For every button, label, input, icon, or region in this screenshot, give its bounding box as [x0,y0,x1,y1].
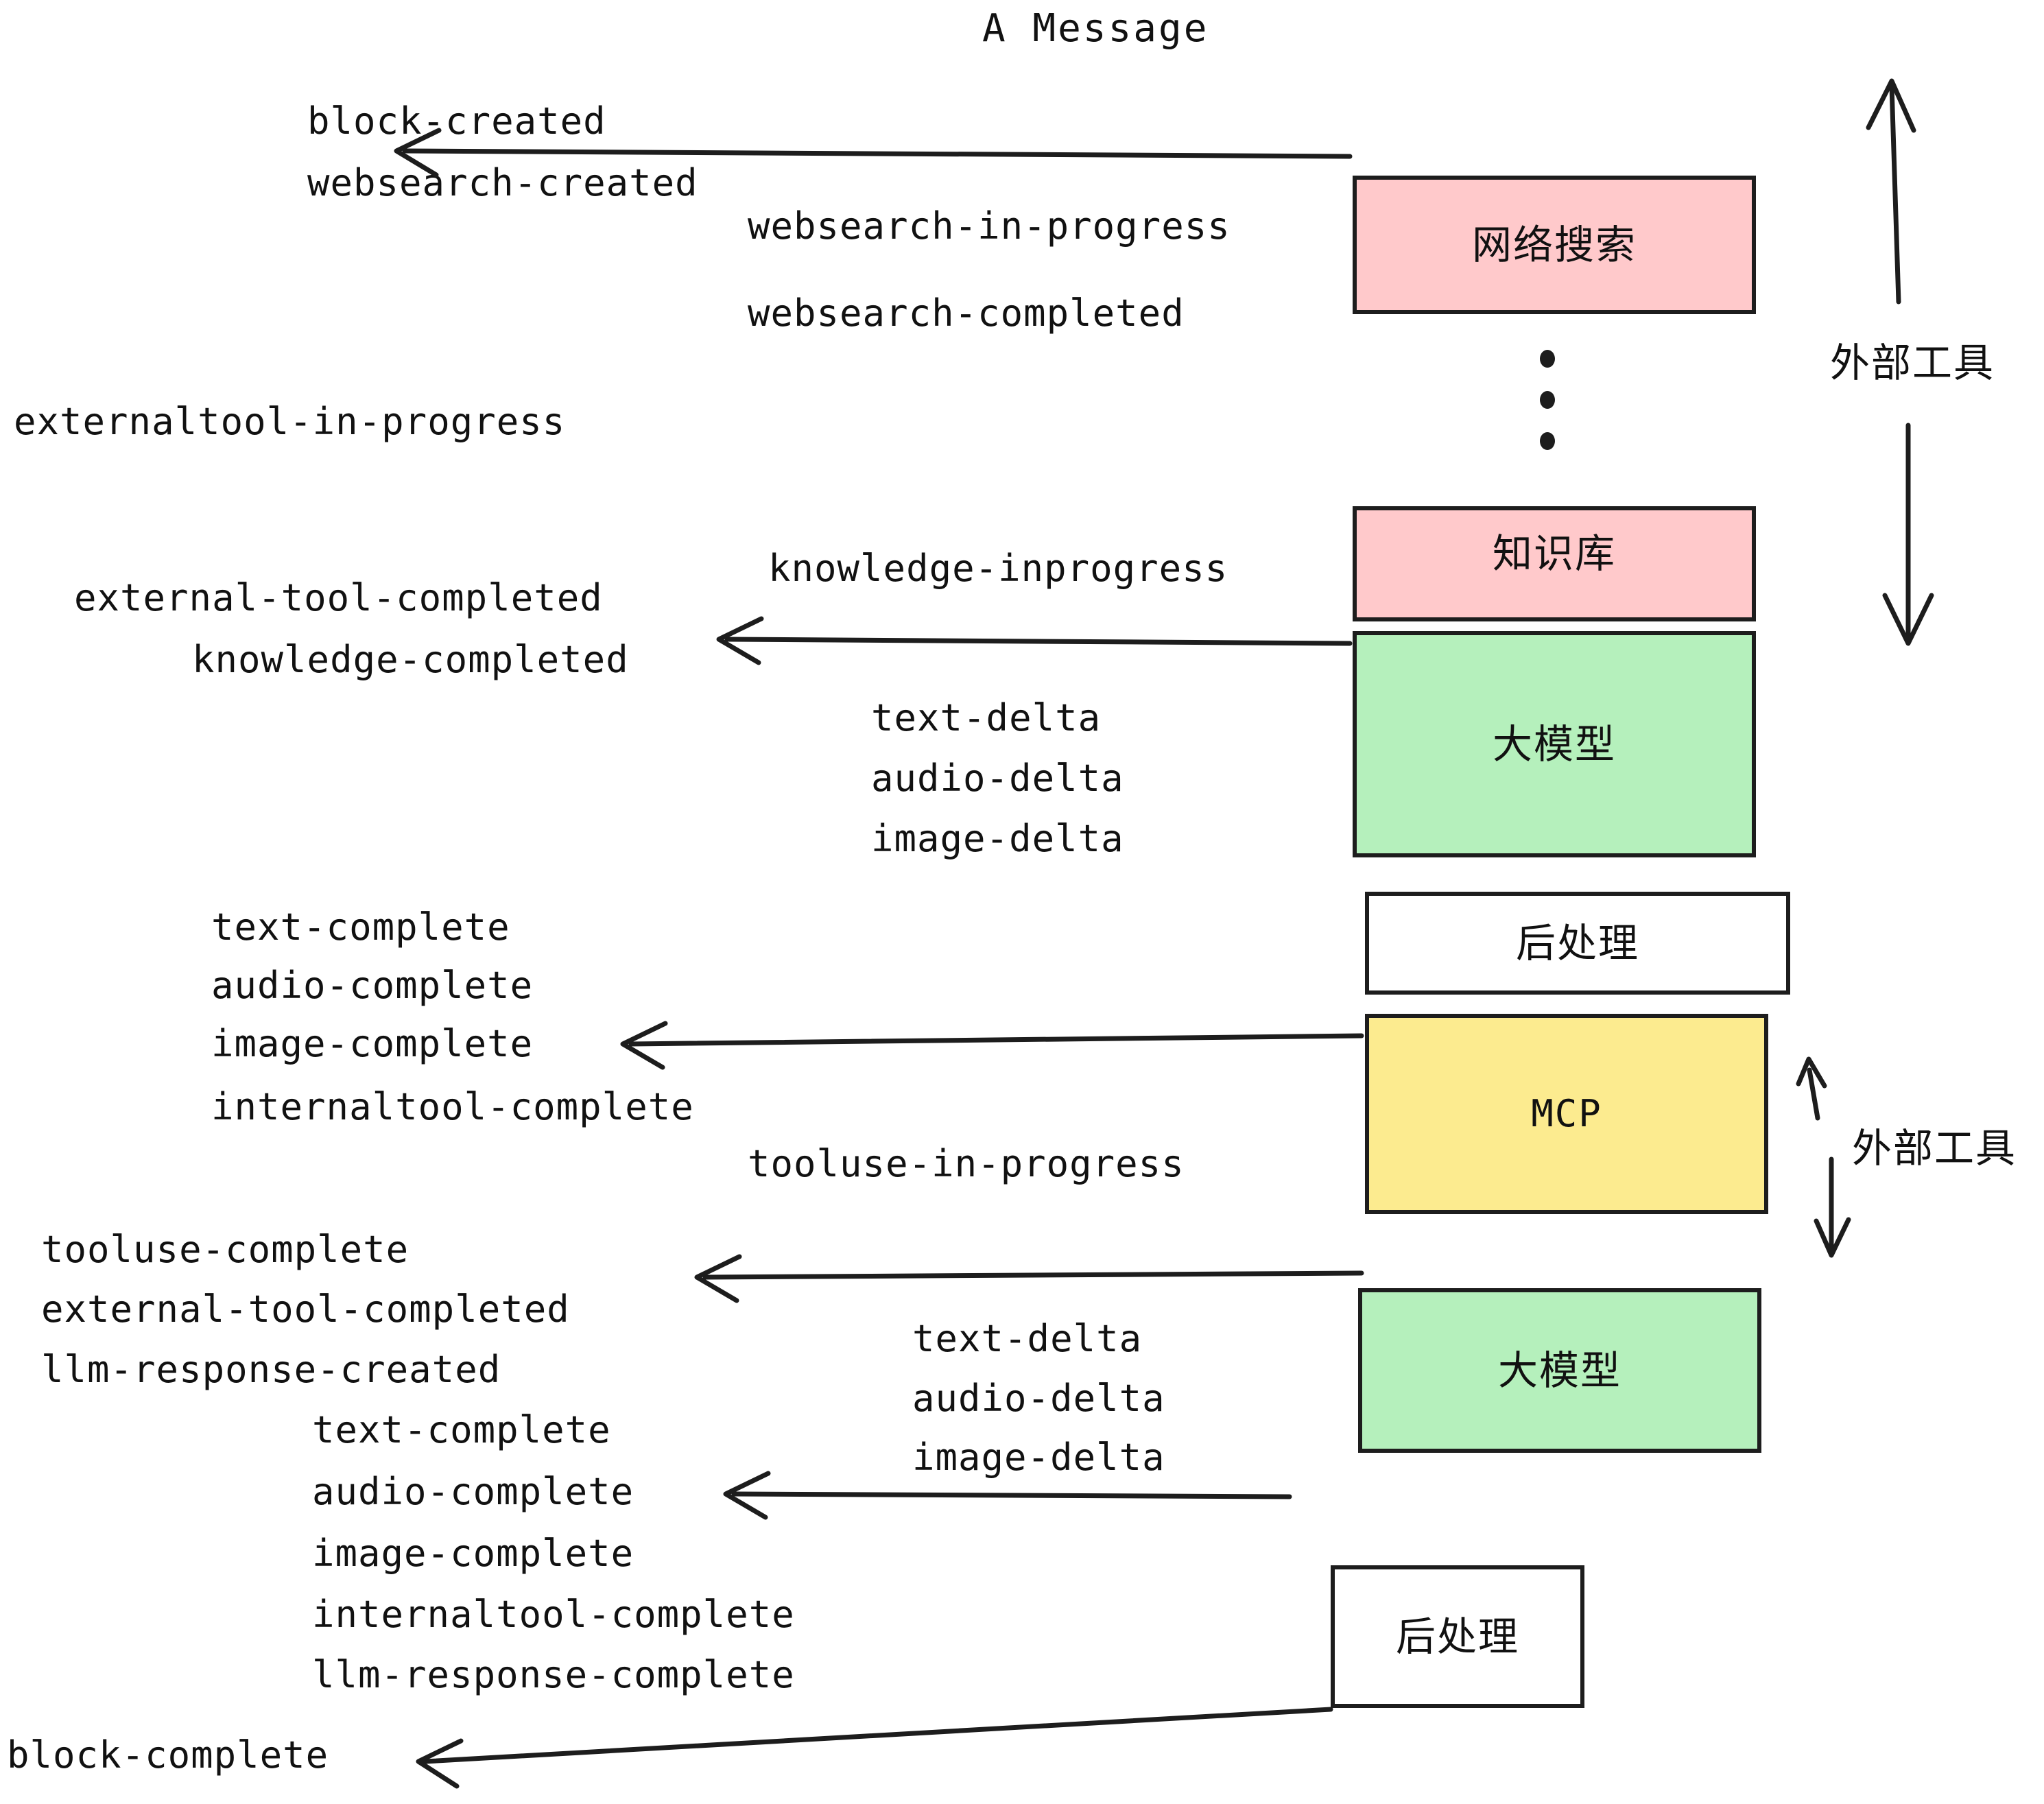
annotation-external-tool-top: 外部工具 [1830,340,1995,386]
event-audio-complete-1: audio-complete [211,964,534,1007]
event-external-tool-completed-2: external-tool-completed [41,1287,570,1331]
node-mcp[interactable]: MCP [1365,1014,1768,1214]
event-websearch-completed: websearch-completed [748,292,1185,335]
node-postprocess-1-label: 后处理 [1515,920,1639,966]
ellipsis-dot-2 [1540,391,1555,409]
event-knowledge-completed: knowledge-completed [192,638,629,681]
node-llm-2-label: 大模型 [1497,1347,1621,1394]
event-tooluse-complete: tooluse-complete [41,1228,409,1271]
arrow-knowledge-to-knowledge-completed [716,616,1353,665]
node-knowledge-label: 知识库 [1492,530,1616,577]
event-external-tool-completed-1: external-tool-completed [74,576,603,619]
event-audio-complete-2: audio-complete [312,1470,634,1513]
arrow-mcp-to-tooluse-complete [694,1254,1364,1303]
arrow-postprocess2-to-block-complete [416,1707,1333,1789]
bracket-external-tool-top-up-arrow [1866,78,1916,305]
event-image-complete-1: image-complete [211,1022,534,1065]
event-block-created: block-created [307,99,606,143]
event-knowledge-inprogress: knowledge-inprogress [768,547,1228,590]
event-internaltool-complete-1: internaltool-complete [211,1085,694,1128]
event-tooluse-in-progress: tooluse-in-progress [748,1142,1185,1185]
event-text-complete-1: text-complete [211,905,510,949]
event-text-delta-2: text-delta [912,1317,1143,1360]
bracket-external-tool-bottom-down-arrow [1814,1156,1851,1258]
event-block-complete: block-complete [7,1733,329,1777]
event-llm-response-complete: llm-response-complete [312,1653,795,1696]
event-websearch-in-progress: websearch-in-progress [748,204,1231,248]
event-image-delta-1: image-delta [871,817,1124,860]
event-text-complete-2: text-complete [312,1408,611,1451]
page-title: A Message [982,6,1209,51]
ellipsis-dot-1 [1540,350,1555,368]
node-websearch-label: 网络搜索 [1471,222,1637,268]
node-postprocess-1[interactable]: 后处理 [1365,892,1790,995]
node-websearch[interactable]: 网络搜索 [1353,176,1756,314]
event-llm-response-created: llm-response-created [41,1348,501,1391]
event-audio-delta-1: audio-delta [871,757,1124,800]
event-websearch-created: websearch-created [307,161,698,204]
node-postprocess-2-label: 后处理 [1395,1613,1519,1660]
node-llm-2[interactable]: 大模型 [1358,1288,1761,1453]
node-postprocess-2[interactable]: 后处理 [1331,1565,1584,1708]
bracket-external-tool-top-down-arrow [1882,423,1934,646]
node-llm-1[interactable]: 大模型 [1353,631,1756,857]
event-externaltool-in-progress: externaltool-in-progress [14,400,566,443]
arrow-llm2-to-audio-complete [723,1471,1292,1520]
event-image-complete-2: image-complete [312,1532,634,1575]
node-knowledge[interactable]: 知识库 [1353,506,1756,621]
node-mcp-label: MCP [1531,1092,1602,1135]
annotation-external-tool-bottom: 外部工具 [1852,1125,2017,1172]
event-image-delta-2: image-delta [912,1436,1165,1479]
bracket-external-tool-bottom-up-arrow [1796,1056,1827,1121]
ellipsis-dot-3 [1540,432,1555,450]
node-llm-1-label: 大模型 [1492,721,1616,768]
event-text-delta-1: text-delta [871,696,1102,739]
event-audio-delta-2: audio-delta [912,1377,1165,1420]
event-internaltool-complete-2: internaltool-complete [312,1593,795,1636]
arrow-postprocess-to-image-complete [620,1021,1364,1070]
